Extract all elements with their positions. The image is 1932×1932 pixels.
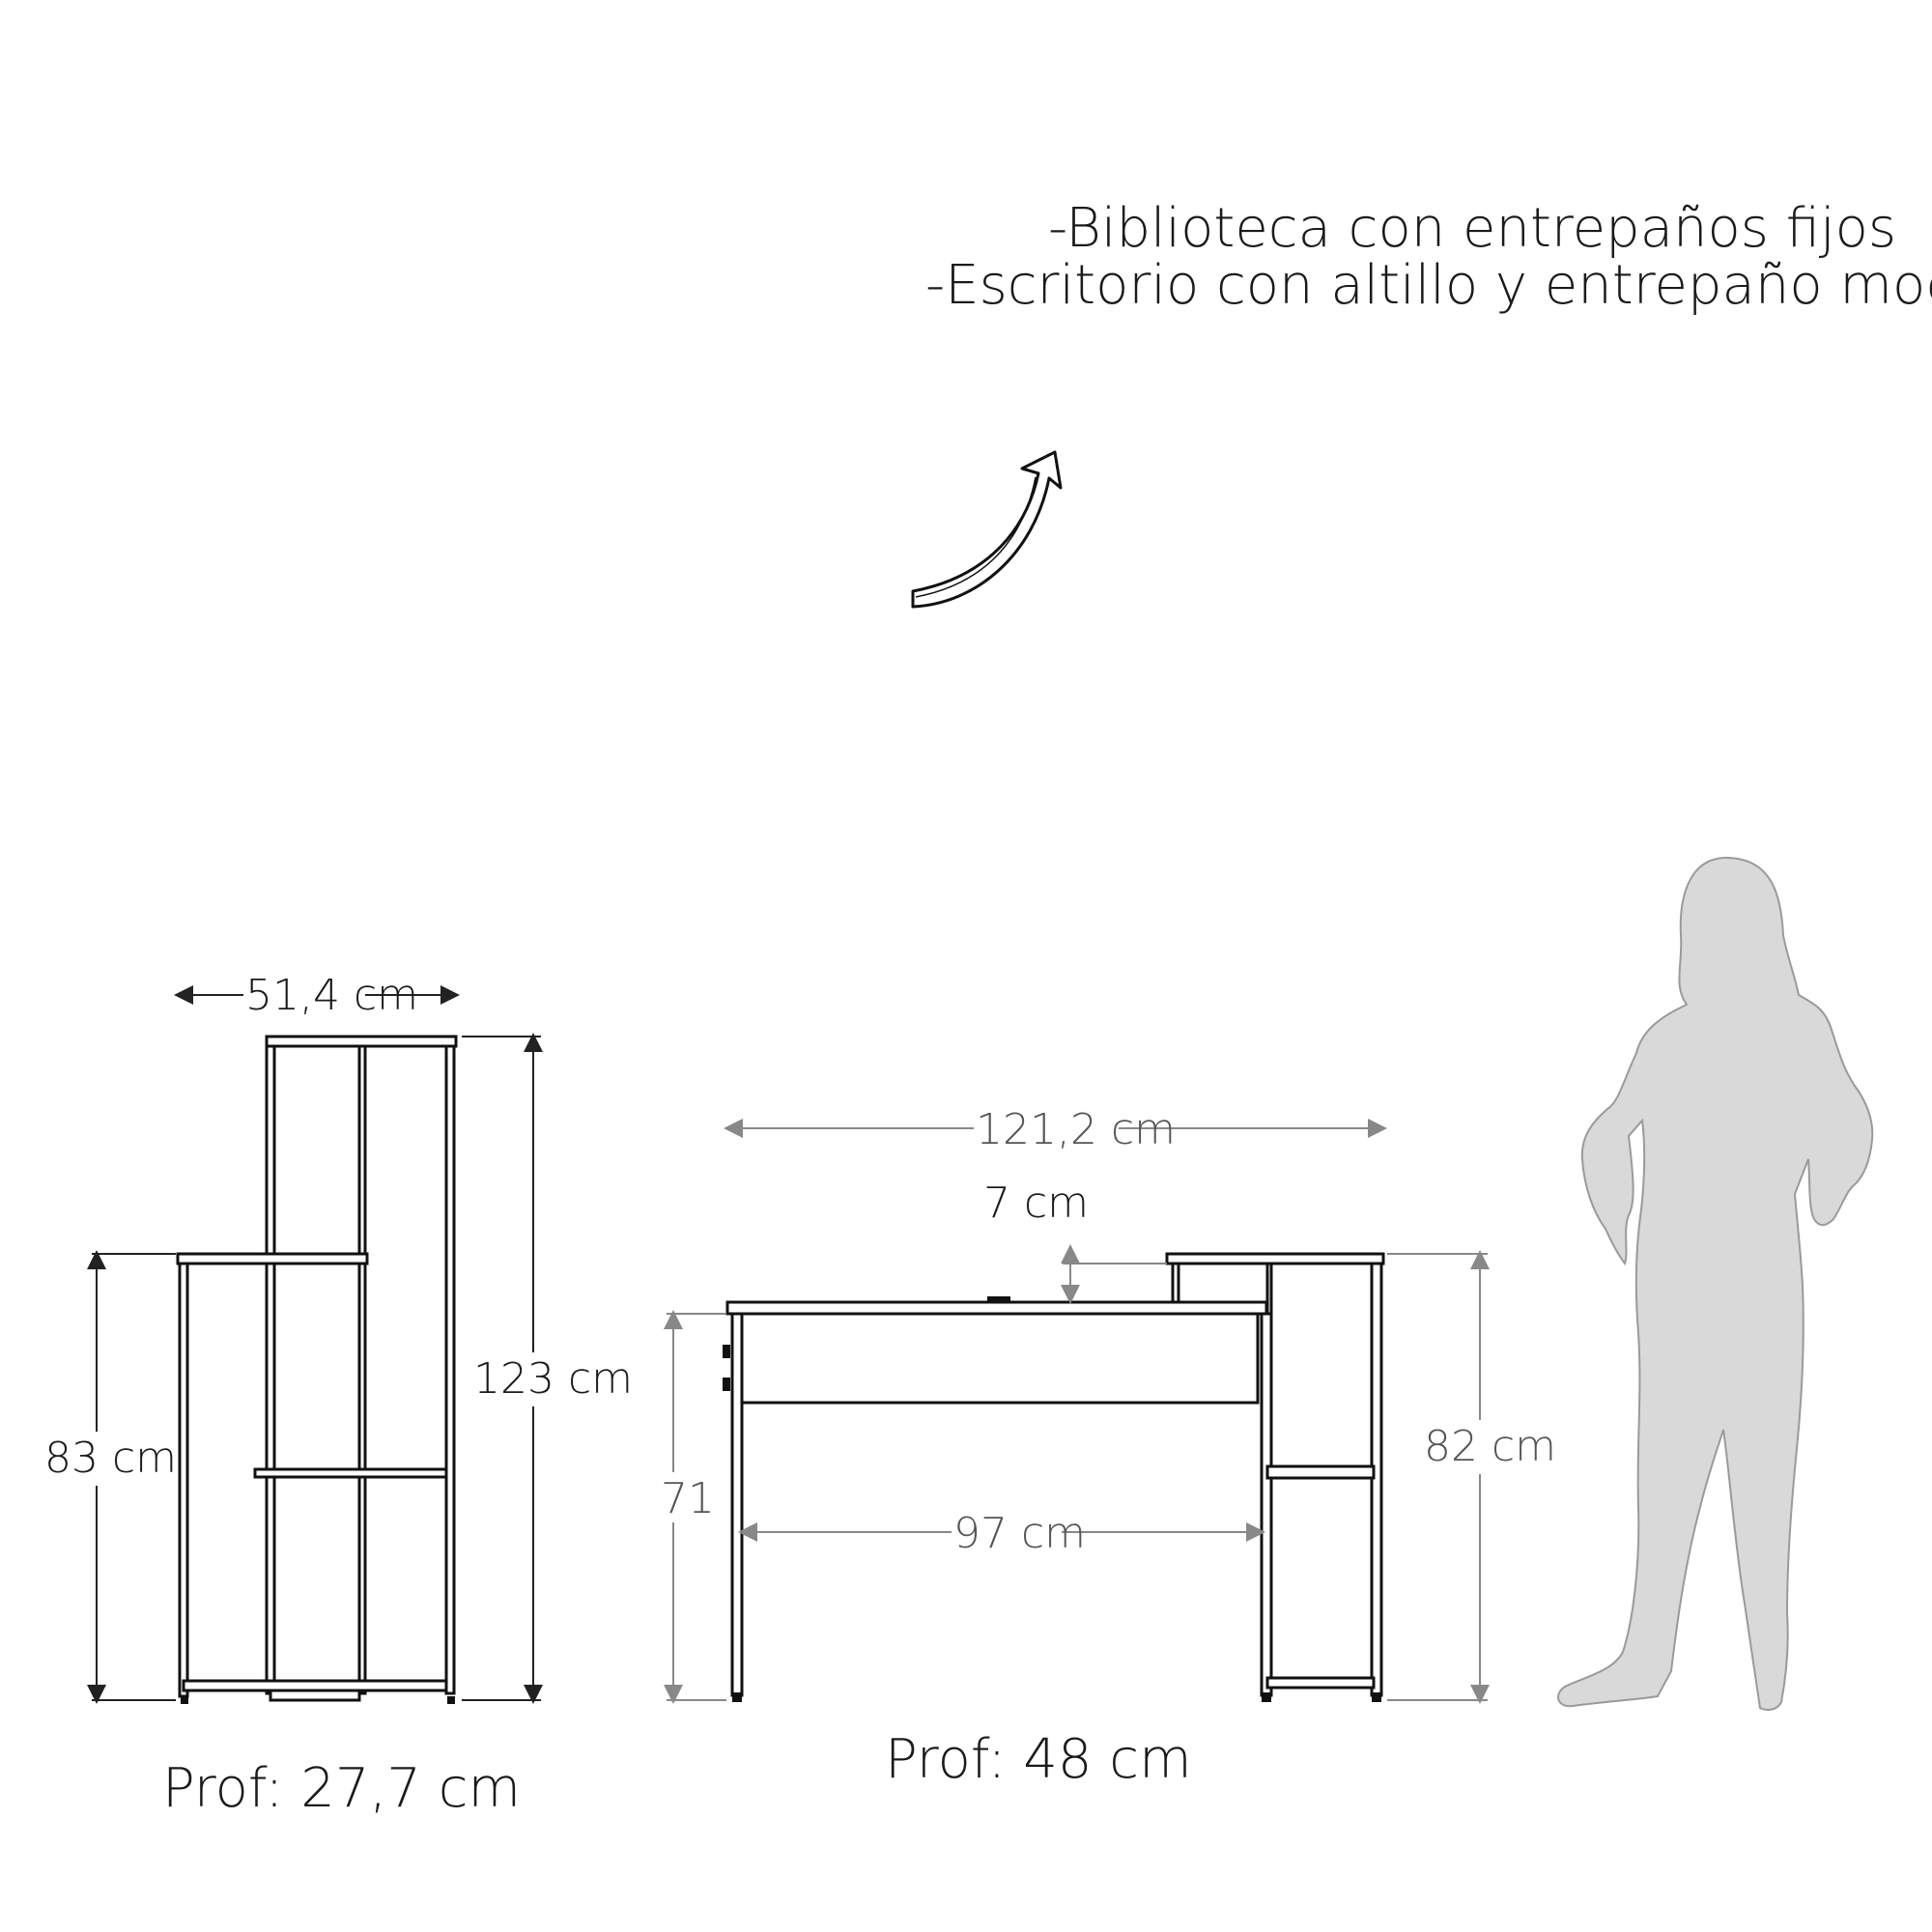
bookcase-height-label: 123 cm [473,1354,633,1404]
bookcase-width-label: 51,4 cm [245,971,418,1020]
desk-depth-label: Prof: 48 cm [885,1728,1192,1791]
curved-arrow-icon [911,450,1063,609]
desk-height-label: 71 [661,1474,715,1523]
bookcase-depth-label: Prof: 27,7 cm [162,1757,521,1820]
desk-side-height-label: 82 cm [1424,1422,1556,1471]
description-line-2: -Escritorio con altillo y entrepaño modu… [925,254,1932,317]
desk-inner-width-label: 97 cm [953,1509,1086,1558]
person-silhouette-icon [1557,856,1874,1711]
desk-width-label: 121,2 cm [976,1105,1176,1154]
desk-drawing [723,1252,1385,1702]
bookcase-lower-height-label: 83 cm [44,1434,177,1483]
desk-riser-label: 7 cm [983,1179,1089,1228]
description: -Biblioteca con entrepaños fijos -Escrit… [925,197,1932,317]
description-line-1: -Biblioteca con entrepaños fijos [1048,197,1896,260]
bookcase-drawing [176,1035,458,1704]
